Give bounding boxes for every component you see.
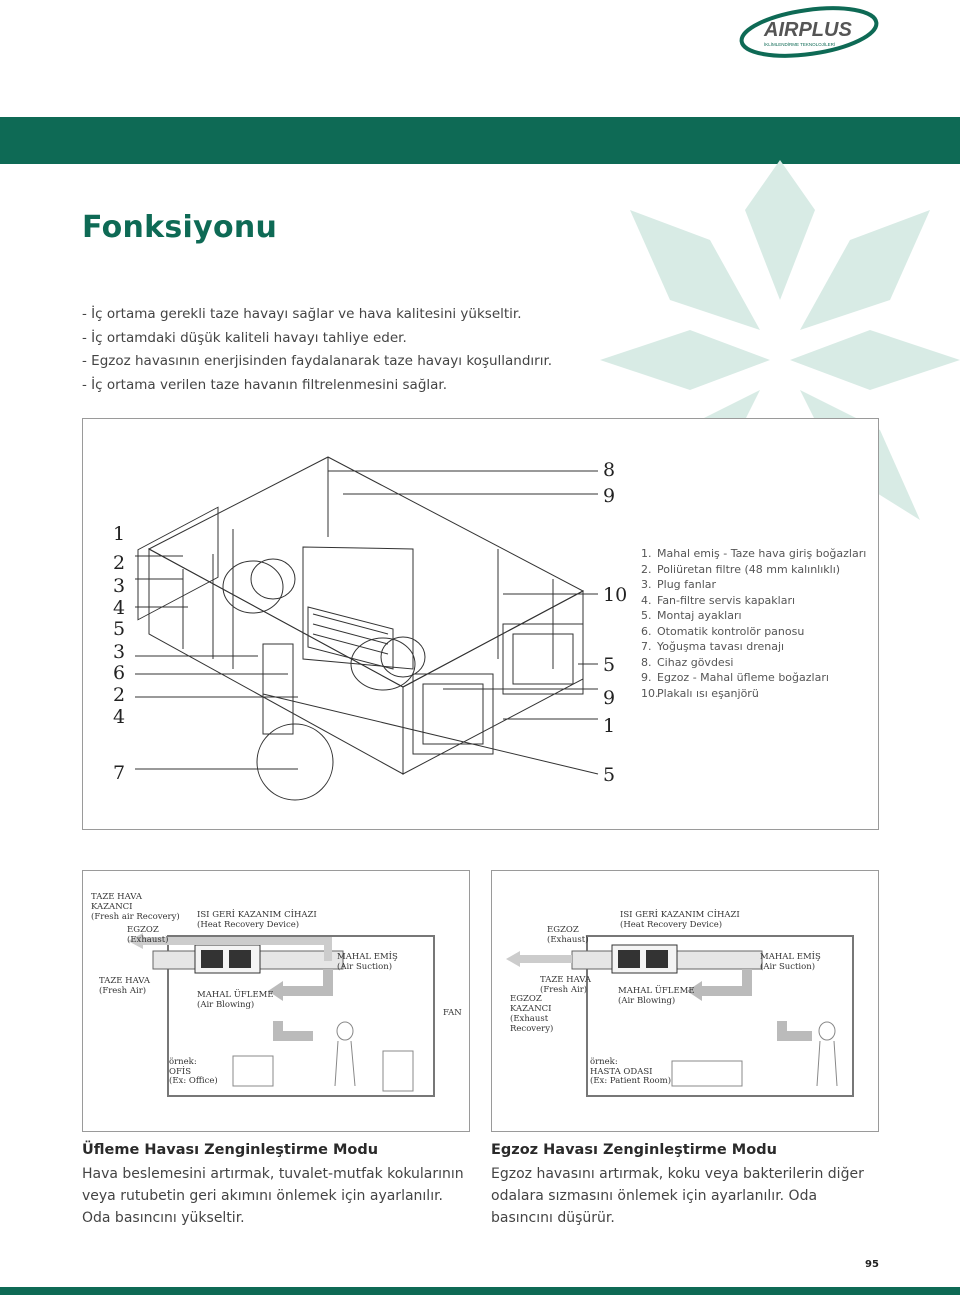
page-number: 95 xyxy=(865,1259,879,1270)
legend-item: 8.Cihaz gövdesi xyxy=(641,655,734,669)
label-exrec-4: Recovery) xyxy=(510,1023,553,1034)
label-fresh-recovery-1: TAZE HAVA xyxy=(91,892,143,902)
label-fresh-1: TAZE HAVA xyxy=(99,976,151,986)
legend-item: 5.Montaj ayakları xyxy=(641,609,742,622)
label-device-2: (Heat Recovery Device) xyxy=(197,919,299,930)
callout-right-7: 5 xyxy=(603,764,616,786)
callout-left-5: 5 xyxy=(113,618,126,640)
supply-mode-title: Üfleme Havası Zenginleştirme Modu xyxy=(82,1142,379,1158)
label-fresh-2: (Fresh Air) xyxy=(540,984,587,995)
legend-item: 4.Fan-filtre servis kapakları xyxy=(641,593,796,607)
label-suction-2: (Air Suction) xyxy=(760,961,815,972)
legend-item: 7.Yoğuşma tavası drenajı xyxy=(641,640,785,653)
callout-right-6: 1 xyxy=(603,715,616,737)
logo-tagline: İKLİMLENDİRME TEKNOLOJİLERİ xyxy=(764,41,835,47)
label-device-1: ISI GERİ KAZANIM CİHAZI xyxy=(197,908,317,920)
label-fresh-1: TAZE HAVA xyxy=(540,975,592,985)
list-item: Egzoz havasının enerjisinden faydalanara… xyxy=(82,350,552,374)
list-item: İç ortamdaki düşük kaliteli havayı tahli… xyxy=(82,327,552,351)
callout-right-4: 5 xyxy=(603,654,616,676)
label-example-2: HASTA ODASI xyxy=(590,1067,653,1077)
label-exhaust-2: (Exhaust) xyxy=(127,934,168,945)
label-fresh-recovery-2: KAZANCI xyxy=(91,902,133,912)
device-drawing xyxy=(135,456,599,801)
label-blowing-2: (Air Blowing) xyxy=(197,999,254,1010)
label-exhaust-1: EGZOZ xyxy=(127,925,159,935)
callout-left-3: 3 xyxy=(113,575,126,597)
page-title: Fonksiyonu xyxy=(82,210,278,245)
callout-left-8: 2 xyxy=(113,684,126,706)
exhaust-mode-text: Egzoz havasını artırmak, koku veya bakte… xyxy=(491,1166,864,1226)
label-fresh-2: (Fresh Air) xyxy=(99,985,146,996)
label-example-1: örnek: xyxy=(169,1057,197,1067)
label-blowing-1: MAHAL ÜFLEME xyxy=(618,984,695,996)
label-exrec-1: EGZOZ xyxy=(510,994,542,1004)
label-suction-1: MAHAL EMİŞ xyxy=(760,950,821,962)
supply-mode-drawing: TAZE HAVA KAZANCI (Fresh air Recovery) E… xyxy=(91,892,462,1097)
callout-right-5: 9 xyxy=(603,687,616,709)
list-item: İç ortama verilen taze havanın filtrelen… xyxy=(82,374,552,398)
callout-left-1: 1 xyxy=(113,523,126,545)
supply-mode-diagram: TAZE HAVA KAZANCI (Fresh air Recovery) E… xyxy=(82,870,470,1132)
label-example-2: OFİS xyxy=(169,1065,191,1077)
label-device-1: ISI GERİ KAZANIM CİHAZI xyxy=(620,908,740,920)
legend-item: 1.Mahal emiş - Taze hava giriş boğazları xyxy=(641,547,867,560)
label-example-3: (Ex: Patient Room) xyxy=(590,1075,671,1086)
callout-left-9: 4 xyxy=(113,706,126,728)
legend-item: 9.Egzoz - Mahal üfleme boğazları xyxy=(641,671,829,684)
label-example-3: (Ex: Office) xyxy=(169,1075,218,1086)
logo-text: AIRPLUS xyxy=(763,19,852,41)
callout-left-2: 2 xyxy=(113,552,126,574)
label-suction-2: (Air Suction) xyxy=(337,961,392,972)
legend-item: 2.Poliüretan filtre (48 mm kalınlıklı) xyxy=(641,562,841,576)
list-item: İç ortama gerekli taze havayı sağlar ve … xyxy=(82,303,552,327)
footer-band xyxy=(0,1287,960,1295)
legend-item: 6.Otomatik kontrolör panosu xyxy=(641,624,805,638)
callout-left-6: 3 xyxy=(113,641,126,663)
callout-left-10: 7 xyxy=(113,762,126,784)
callout-left-7: 6 xyxy=(113,662,126,684)
legend-item: 3.Plug fanlar xyxy=(641,578,717,591)
label-blowing-2: (Air Blowing) xyxy=(618,995,675,1006)
airplus-logo: AIRPLUS İKLİMLENDİRME TEKNOLOJİLERİ xyxy=(739,6,879,58)
label-fan: FAN xyxy=(443,1008,462,1018)
exhaust-mode-drawing: EGZOZ (Exhaust) ISI GERİ KAZANIM CİHAZI … xyxy=(506,908,854,1097)
callout-left-4: 4 xyxy=(113,597,126,619)
diagram-legend: 1.Mahal emiş - Taze hava giriş boğazları… xyxy=(641,546,866,701)
label-example-1: örnek: xyxy=(590,1057,618,1067)
exhaust-mode-title: Egzoz Havası Zenginleştirme Modu xyxy=(491,1142,777,1158)
label-fresh-recovery-3: (Fresh air Recovery) xyxy=(91,911,180,922)
label-blowing-1: MAHAL ÜFLEME xyxy=(197,988,274,1000)
label-exrec-2: KAZANCI xyxy=(510,1004,552,1014)
label-suction-1: MAHAL EMİŞ xyxy=(337,950,398,962)
supply-mode-text: Hava beslemesini artırmak, tuvalet-mutfa… xyxy=(82,1166,464,1226)
callout-right-2: 9 xyxy=(603,485,616,507)
label-device-2: (Heat Recovery Device) xyxy=(620,919,722,930)
device-diagram: 1 2 3 4 5 3 6 2 4 7 8 9 10 5 9 1 5 xyxy=(82,418,879,830)
function-list: İç ortama gerekli taze havayı sağlar ve … xyxy=(82,303,552,397)
exhaust-mode-diagram: EGZOZ (Exhaust) ISI GERİ KAZANIM CİHAZI … xyxy=(491,870,879,1132)
legend-item: 10.Plakalı ısı eşanjörü xyxy=(641,686,759,700)
label-exrec-3: (Exhaust xyxy=(510,1013,549,1024)
label-exhaust-1: EGZOZ xyxy=(547,925,579,935)
callout-right-1: 8 xyxy=(603,459,616,481)
label-exhaust-2: (Exhaust) xyxy=(547,934,588,945)
header-band xyxy=(0,117,960,164)
callout-right-3: 10 xyxy=(603,584,628,606)
